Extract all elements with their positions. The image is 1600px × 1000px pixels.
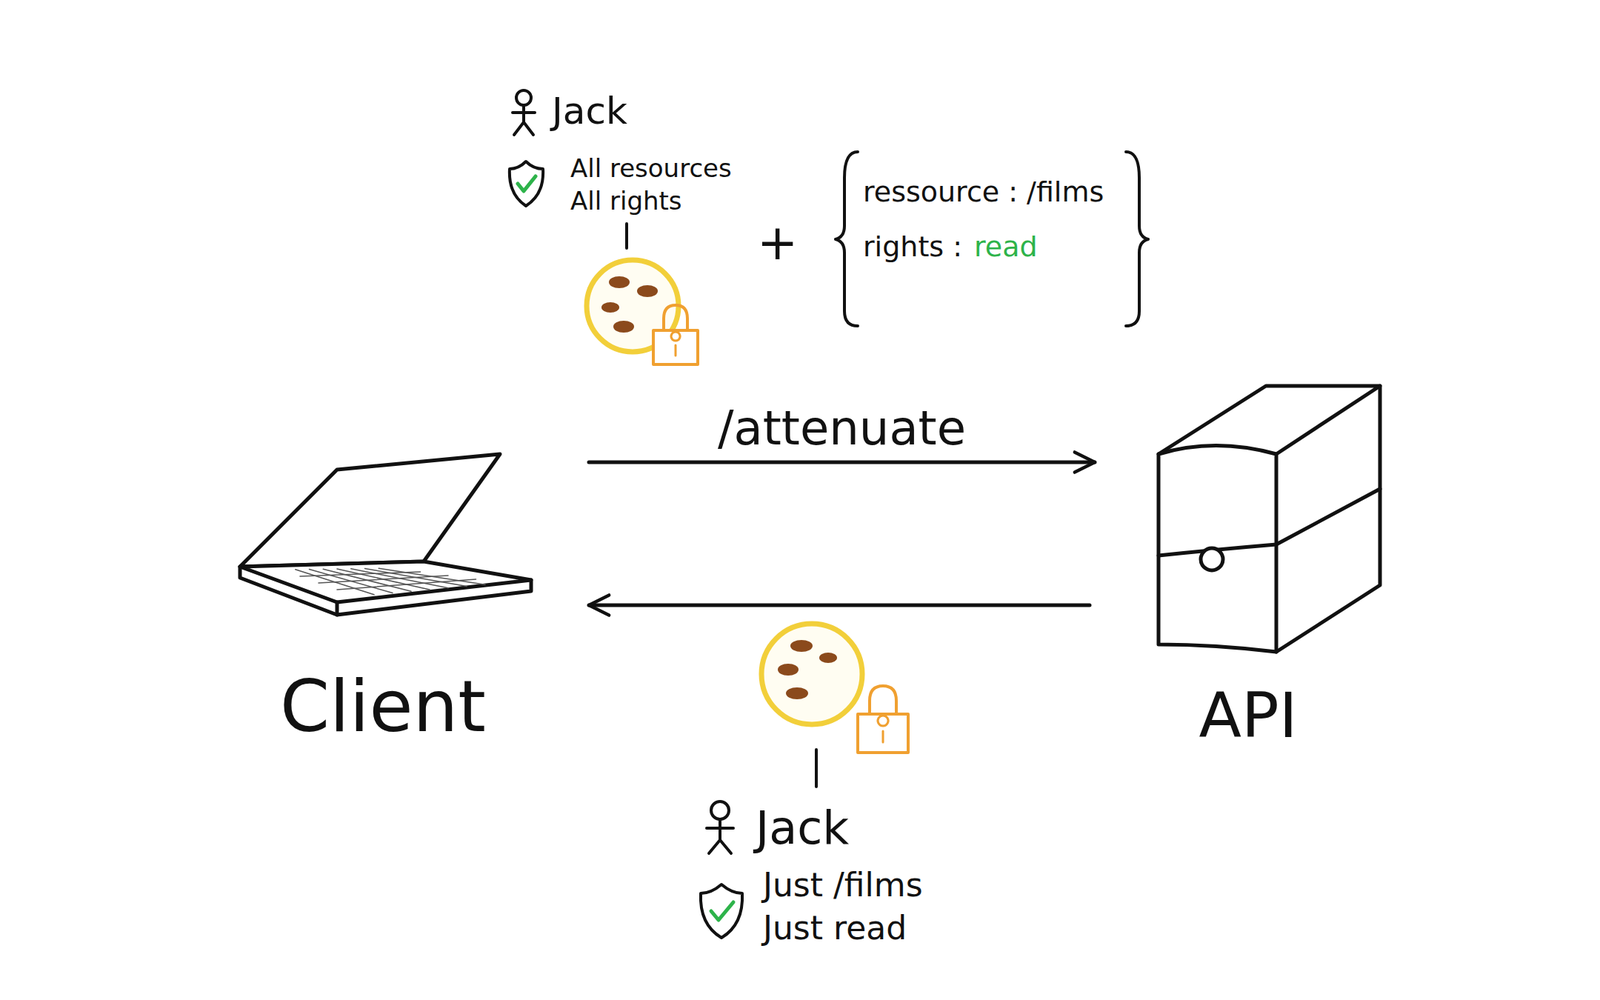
leader-line	[625, 223, 629, 249]
device-node: API	[1133, 381, 1363, 752]
node-label: Client	[227, 665, 539, 749]
annotation-text: rights :	[862, 231, 963, 264]
shield-icon	[509, 161, 543, 206]
request-arrow	[588, 460, 1095, 465]
annotation-text: Jack	[551, 90, 628, 134]
annotation-text: read	[974, 231, 1038, 264]
shield-icon	[700, 884, 743, 938]
lock-icon	[653, 305, 698, 365]
laptop-icon	[240, 454, 532, 615]
annotation-text: ressource : /films	[862, 176, 1104, 209]
annotation-text: Just /films	[762, 866, 923, 905]
annotation-text: Jack	[755, 801, 849, 855]
annotation-text: All resources	[570, 154, 732, 183]
person-icon	[706, 801, 734, 854]
annotation-text: Just read	[762, 909, 907, 948]
annotation-text: All rights	[570, 186, 683, 216]
server-icon	[1158, 385, 1380, 652]
annotation-text: +	[757, 214, 798, 272]
cookie-icon	[761, 623, 863, 725]
device-node: Client	[227, 444, 539, 749]
person-icon	[512, 90, 535, 135]
node-label: API	[1133, 679, 1363, 752]
curly-brace	[835, 151, 1149, 326]
lock-icon	[857, 685, 909, 753]
leader-line	[814, 749, 818, 787]
request-arrow	[588, 603, 1090, 608]
edge-label: /attenuate	[711, 401, 972, 457]
